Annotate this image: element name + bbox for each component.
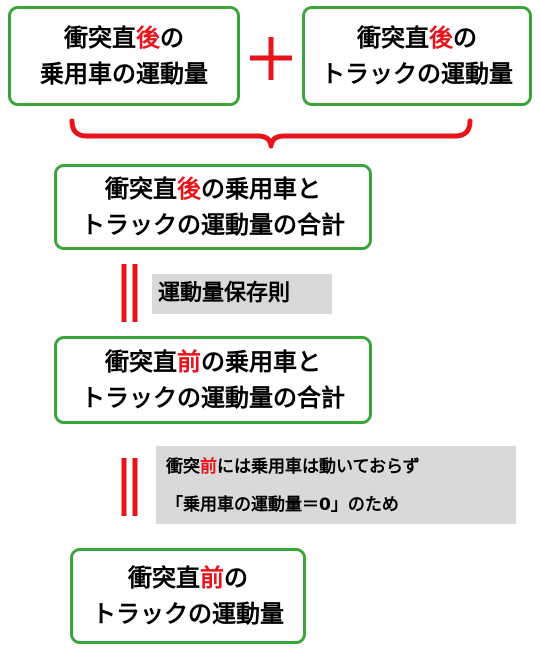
note-reason: 衝突前には乗用車は動いておらず 「乗用車の運動量＝0」のため (156, 446, 516, 524)
note-line-2: 「乗用車の運動量＝0」のため (166, 495, 399, 515)
brace-down-icon (69, 118, 473, 149)
equals-icon (121, 458, 138, 516)
plus-icon (250, 37, 292, 80)
box-line-2: 乗用車の運動量 (40, 60, 208, 88)
box-line-2: トラックの運動量の合計 (81, 384, 345, 412)
box-truck-momentum-after: 衝突直後の トラックの運動量 (302, 6, 532, 106)
box-total-momentum-before: 衝突直前の乗用車と トラックの運動量の合計 (54, 336, 372, 424)
box-line-1: 衝突直後の (64, 24, 184, 52)
box-truck-momentum-before: 衝突直前の トラックの運動量 (70, 548, 306, 644)
box-line-2: トラックの運動量 (321, 60, 513, 88)
box-line-2: トラックの運動量の合計 (81, 211, 345, 239)
note-line-1: 衝突前には乗用車は動いておらず (166, 457, 420, 477)
equals-icon (121, 264, 138, 322)
box-line-1: 衝突直後の (357, 24, 477, 52)
box-line-2: トラックの運動量 (92, 600, 284, 628)
note-conservation-law: 運動量保存則 (152, 274, 332, 314)
box-line-1: 衝突直後の乗用車と (105, 175, 321, 203)
box-line-1: 衝突直前の (128, 564, 248, 592)
box-car-momentum-after: 衝突直後の 乗用車の運動量 (8, 6, 240, 106)
box-line-1: 衝突直前の乗用車と (105, 348, 321, 376)
box-total-momentum-after: 衝突直後の乗用車と トラックの運動量の合計 (54, 164, 372, 250)
